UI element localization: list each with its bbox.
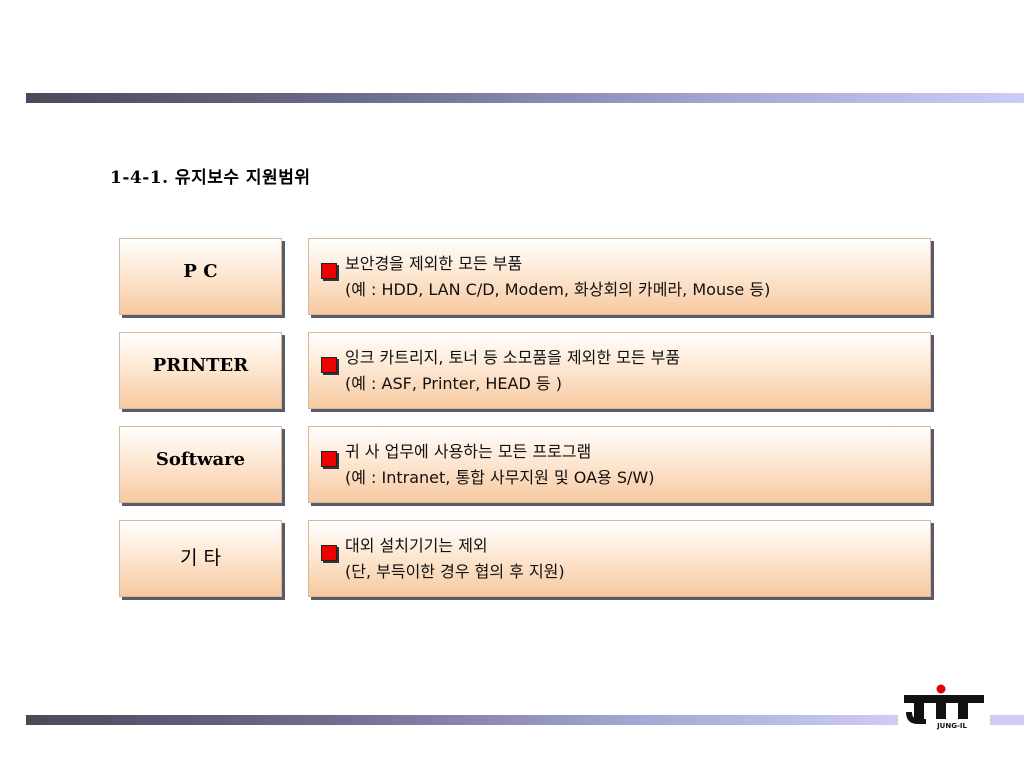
description-line-1: 잉크 카트리지, 토너 등 소모품을 제외한 모든 부품 [345, 348, 681, 367]
category-description-printer: 잉크 카트리지, 토너 등 소모품을 제외한 모든 부품 (예 : ASF, P… [308, 332, 931, 409]
category-description-software: 귀 사 업무에 사용하는 모든 프로그램 (예 : Intranet, 통합 사… [308, 426, 931, 503]
red-square-bullet-icon [321, 451, 337, 467]
category-label-software: Software [119, 426, 282, 503]
category-description-etc: 대외 설치기기는 제외 (단, 부득이한 경우 협의 후 지원) [308, 520, 931, 597]
description-line-2: (예 : ASF, Printer, HEAD 등 ) [345, 374, 562, 393]
description-line-1: 보안경을 제외한 모든 부품 [345, 254, 523, 273]
category-description-pc: 보안경을 제외한 모든 부품 (예 : HDD, LAN C/D, Modem,… [308, 238, 931, 315]
description-line-2: (단, 부득이한 경우 협의 후 지원) [345, 562, 565, 581]
red-square-bullet-icon [321, 263, 337, 279]
red-square-bullet-icon [321, 545, 337, 561]
bottom-divider-bar-tail [990, 715, 1024, 725]
red-square-bullet-icon [321, 357, 337, 373]
description-line-2: (예 : HDD, LAN C/D, Modem, 화상회의 카메라, Mous… [345, 280, 771, 299]
description-line-1: 대외 설치기기는 제외 [345, 536, 488, 555]
bottom-divider-bar [26, 715, 898, 725]
top-divider-bar [26, 93, 1024, 103]
jung-il-logo: JUNG-IL [904, 684, 984, 730]
description-line-1: 귀 사 업무에 사용하는 모든 프로그램 [345, 442, 592, 461]
category-label-pc: P C [119, 238, 282, 315]
description-line-2: (예 : Intranet, 통합 사무지원 및 OA용 S/W) [345, 468, 655, 487]
page-title: 1-4-1. 유지보수 지원범위 [110, 168, 311, 188]
logo-text: JUNG-IL [936, 722, 967, 730]
category-label-etc: 기 타 [119, 520, 282, 597]
category-label-printer: PRINTER [119, 332, 282, 409]
